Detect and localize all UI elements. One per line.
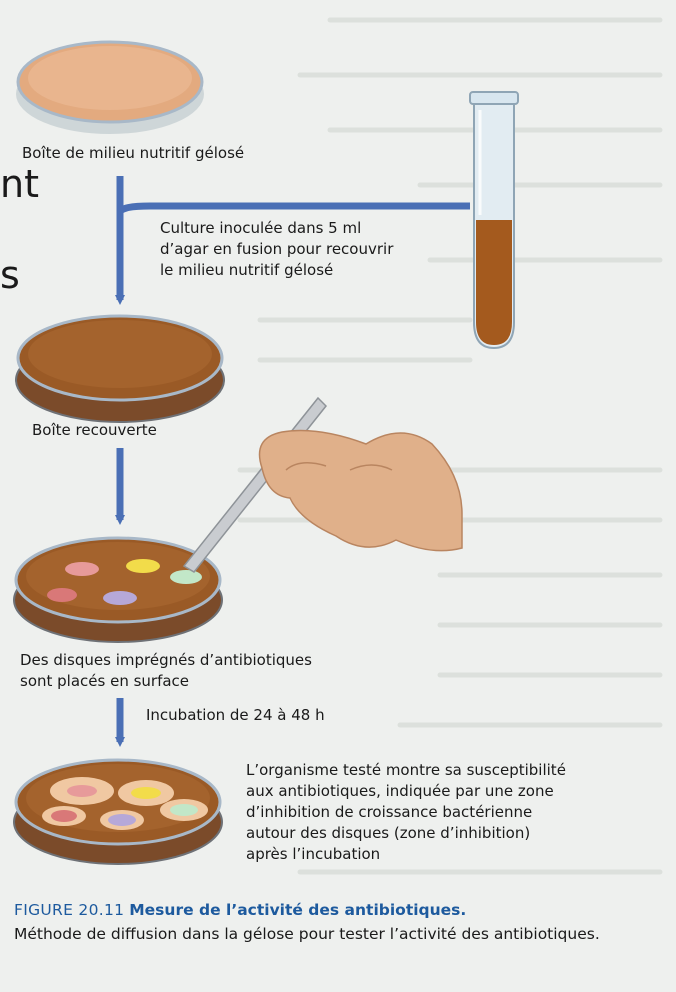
label-result: L’organisme testé montre sa susceptibili… — [246, 760, 566, 865]
disk-red — [51, 810, 77, 822]
figure-number: FIGURE 20.11 — [14, 901, 124, 919]
molten-agar-culture — [476, 220, 512, 345]
disk-pink — [65, 562, 99, 576]
disk-green — [170, 804, 198, 816]
hand — [260, 431, 463, 551]
disk-yellow — [126, 559, 160, 573]
label-incubation: Incubation de 24 à 48 h — [146, 705, 325, 726]
figure-title: Mesure de l’activité des antibiotiques. — [129, 901, 466, 919]
petri-dish-with-disks — [14, 538, 222, 642]
disk-purple — [108, 814, 136, 826]
disk-purple — [103, 591, 137, 605]
cropped-text-fragment: s — [0, 255, 20, 295]
label-nutrient-plate: Boîte de milieu nutritif gélosé — [22, 143, 244, 164]
culture-pour-line — [120, 206, 470, 212]
figure-caption: FIGURE 20.11 Mesure de l’activité des an… — [14, 898, 664, 946]
disk-green — [170, 570, 202, 584]
disk-pink — [67, 785, 97, 797]
petri-dish-nutrient-agar — [16, 42, 204, 134]
petri-dish-inhibition-zones — [14, 760, 222, 864]
label-antibiotic-disks: Des disques imprégnés d’antibiotiques so… — [20, 650, 312, 692]
disk-red — [47, 588, 77, 602]
label-inoculated-culture: Culture inoculée dans 5 ml d’agar en fus… — [160, 218, 393, 281]
forceps-and-hand — [184, 398, 462, 572]
label-covered-plate: Boîte recouverte — [32, 420, 157, 441]
cropped-text-fragment: nt — [0, 164, 39, 204]
test-tube — [470, 92, 518, 348]
caption-heading: FIGURE 20.11 Mesure de l’activité des an… — [14, 898, 664, 922]
disk-yellow — [131, 787, 161, 799]
caption-text: Méthode de diffusion dans la gélose pour… — [14, 922, 664, 946]
petri-dish-covered — [16, 316, 224, 422]
